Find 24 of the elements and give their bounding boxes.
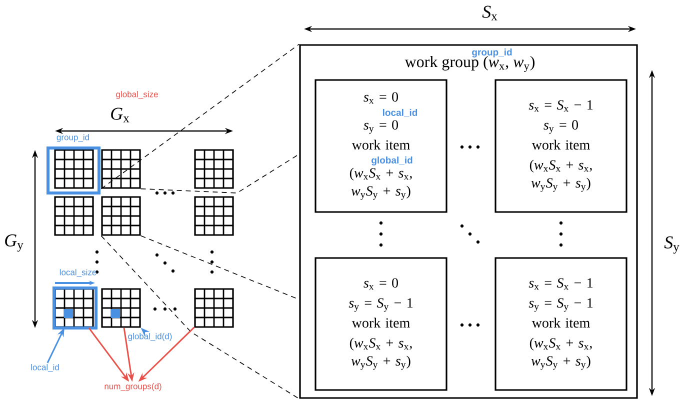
annotation-label: local_size (60, 269, 96, 277)
annotation-label: global_size (116, 91, 158, 99)
overlay-label: local_id (382, 108, 418, 118)
grid-block (54, 196, 94, 236)
annotation-label: local_id (31, 364, 59, 372)
annotation-label: global_id(d) (128, 333, 172, 341)
dimension-label: S$_{y}$ (664, 236, 680, 254)
grid-block (101, 149, 141, 189)
overlay-label: global_id (372, 156, 412, 166)
dimension-label: S$_{x}$ (482, 6, 498, 20)
dimension-label: G$_{x}$ (111, 108, 130, 122)
grid-block (194, 196, 234, 236)
dimension-label: G$_{y}$ (5, 234, 24, 252)
grid-block (194, 288, 234, 328)
work-item-box: s$_{x}$ = S$_{x}$ − 1 s$_{y}$ = 0 work item (w$_{x}$S$_{x}$ + s$_{x}$, w$_{y}$S$_{y}$ + s$_{y}$) (494, 79, 628, 213)
grid-block (54, 149, 94, 189)
grid-block (194, 149, 234, 189)
work-item-box: s$_{x}$ = 0 s$_{y}$ = S$_{y}$ − 1 work item (w$_{x}$S$_{x}$ + s$_{x}$, w$_{y}$S$_{y}$ + s$_{y}$) (314, 257, 448, 391)
overlay-label: group_id (472, 48, 512, 58)
work-item-box: s$_{x}$ = S$_{x}$ − 1 s$_{y}$ = S$_{y}$ − 1 work item (w$_{x}$S$_{x}$ + s$_{x}$, w$_{y}$S$_{y}$ + s$_{y}$) (494, 257, 628, 391)
annotation-label: num_groups(d) (104, 383, 162, 391)
annotation-label: group_id (56, 134, 89, 142)
grid-block (101, 288, 141, 328)
grid-block (101, 196, 141, 236)
